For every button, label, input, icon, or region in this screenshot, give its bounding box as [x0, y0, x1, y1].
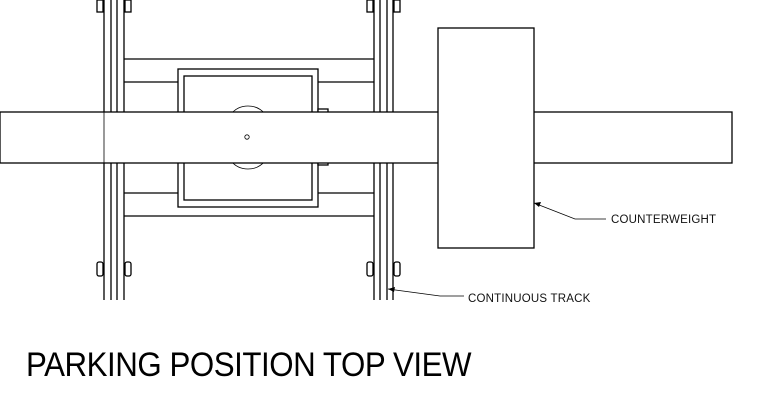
- leader-lines: [387, 202, 606, 297]
- main-beam: [0, 111, 733, 164]
- continuous-track-callout: CONTINUOUS TRACK: [468, 293, 591, 305]
- drawing-title: PARKING POSITION TOP VIEW: [26, 346, 472, 384]
- counterweight-block: [437, 27, 535, 249]
- track-hubs: [96, 0, 401, 277]
- counterweight-callout: COUNTERWEIGHT: [611, 214, 716, 226]
